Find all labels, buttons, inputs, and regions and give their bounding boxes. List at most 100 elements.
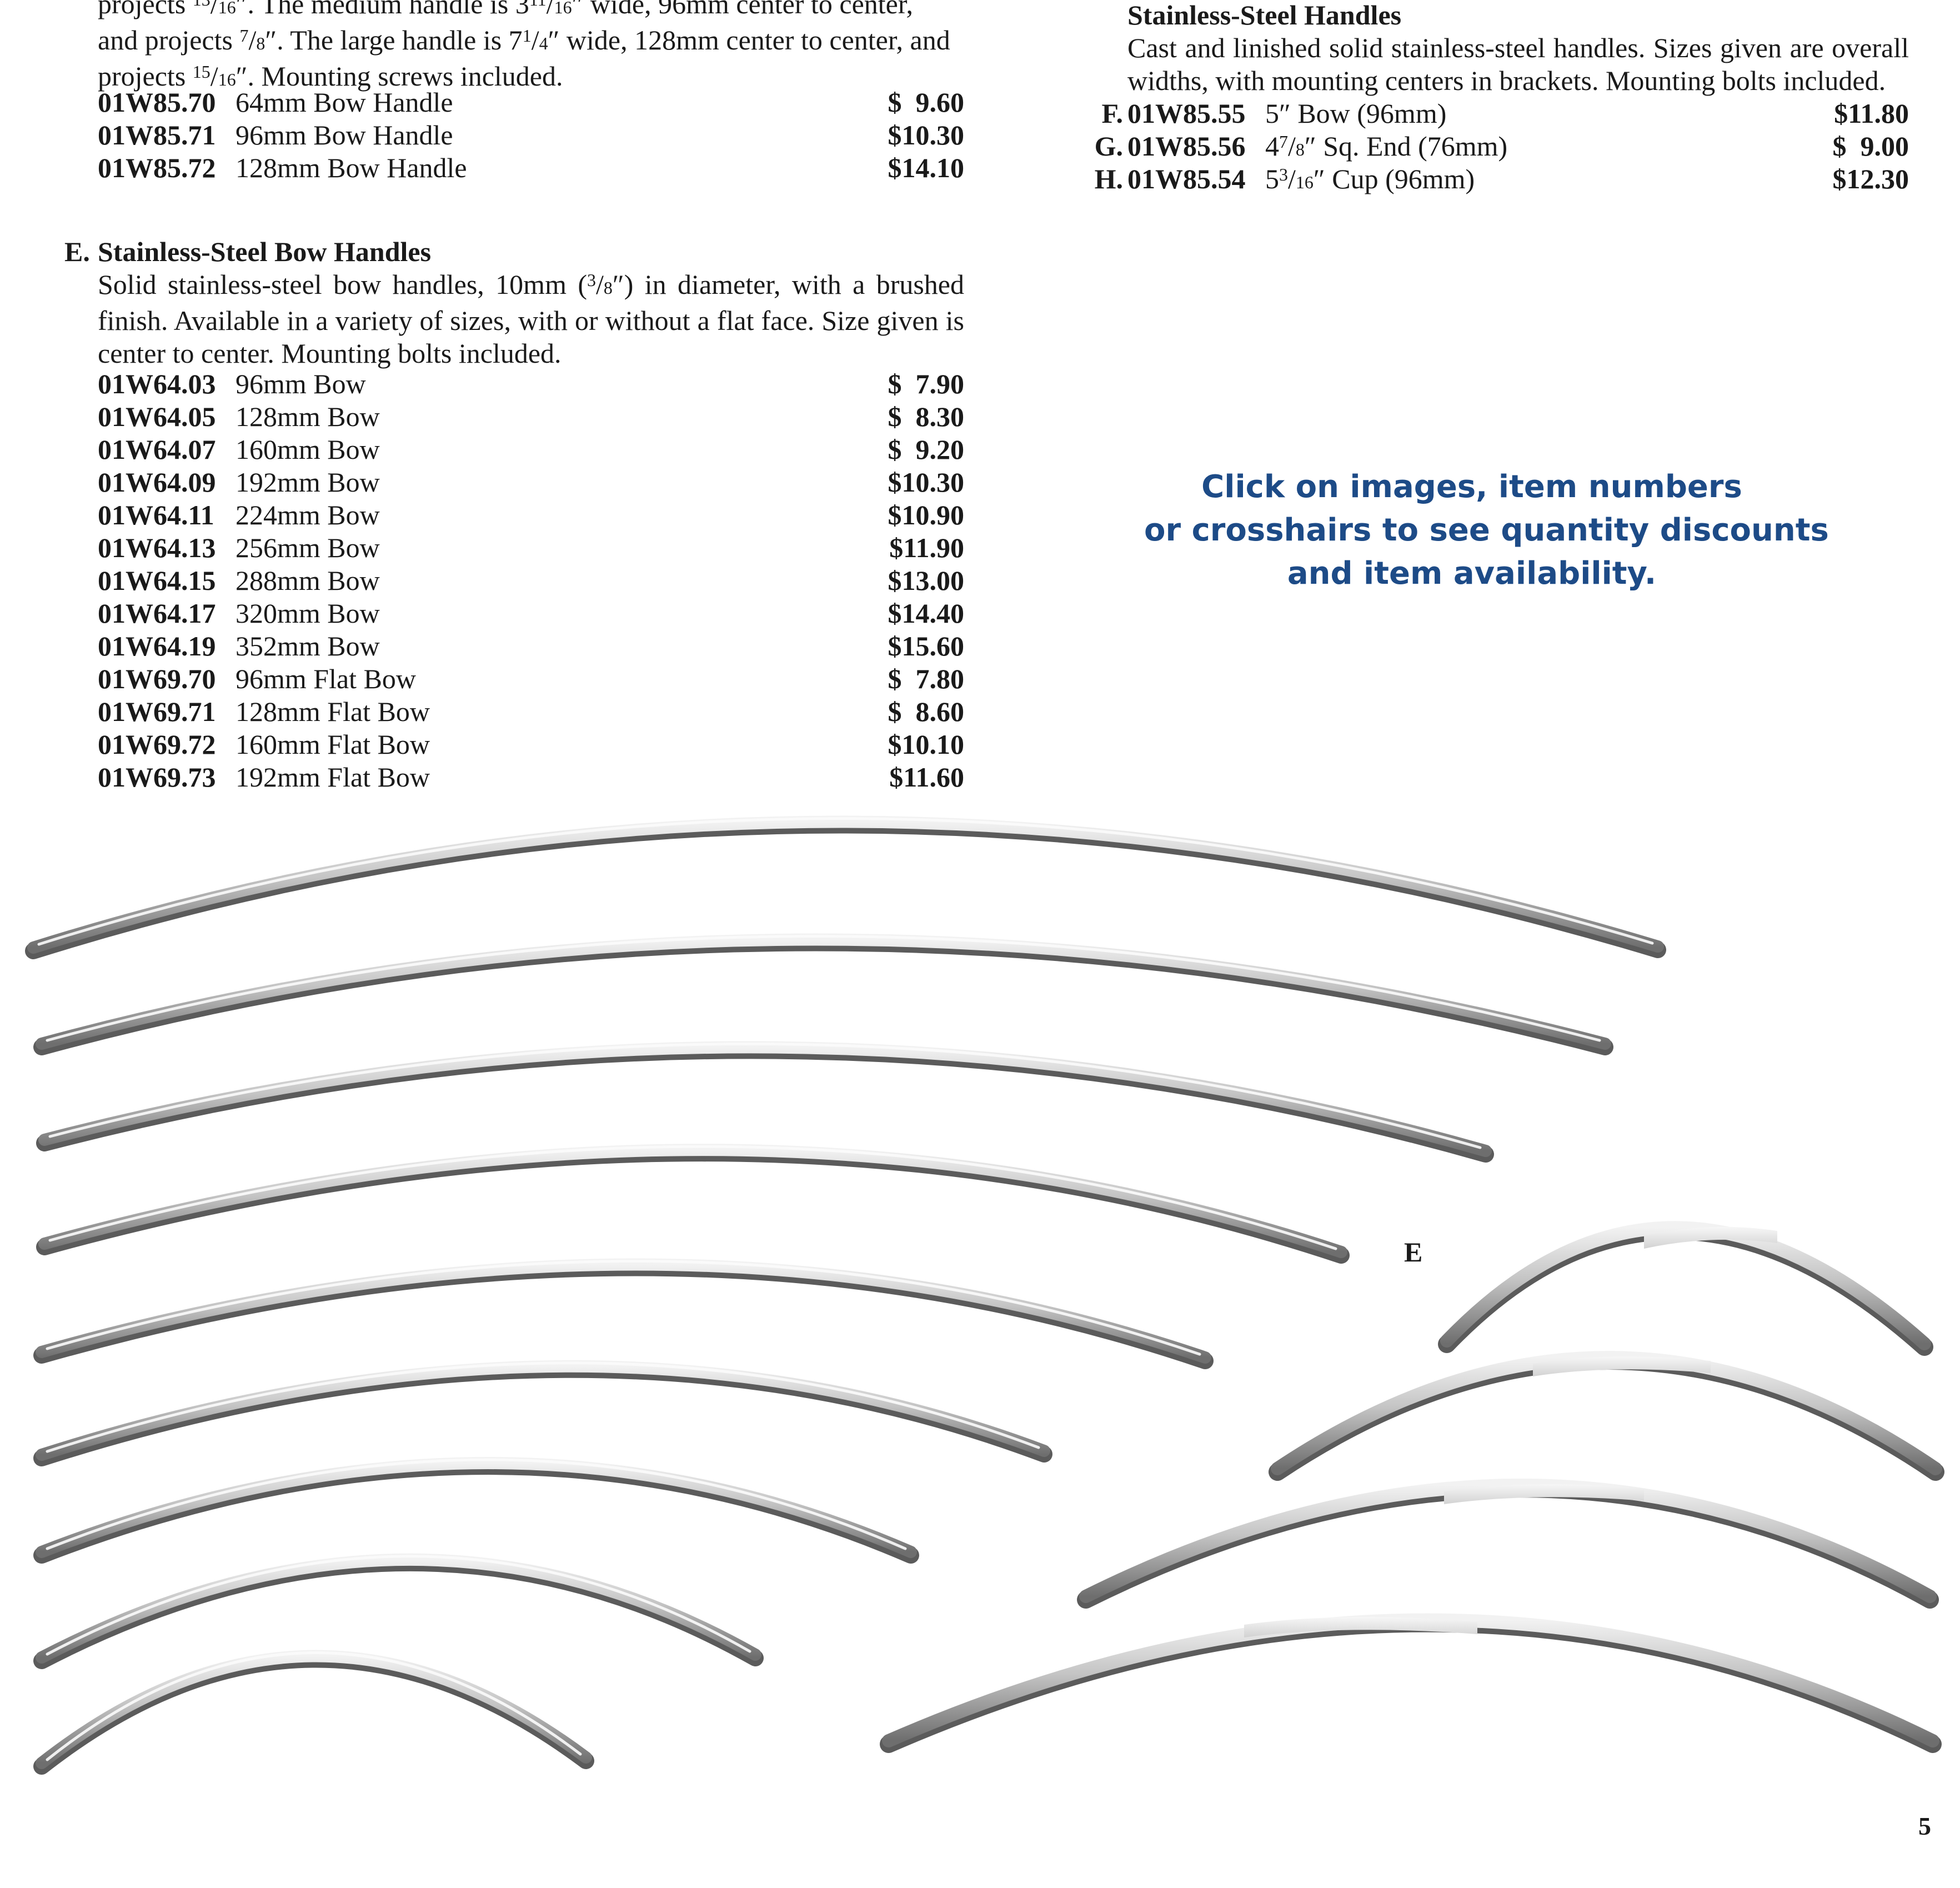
photo-label-e: E [1404, 1236, 1423, 1268]
list-item: 01W64.13 256mm Bow $11.90 [98, 532, 964, 564]
item-number-link[interactable]: 01W64.05 [98, 401, 216, 432]
item-description: 256mm Bow [235, 532, 380, 563]
notice-line-2: or crosshairs to see quantity discounts [1144, 512, 1829, 548]
list-item: 01W64.15 288mm Bow $13.00 [98, 564, 964, 597]
item-number-link[interactable]: 01W69.70 [98, 663, 216, 694]
list-item: 01W64.03 96mm Bow $ 7.90 [98, 368, 964, 400]
item-number-link[interactable]: 01W85.54 [1127, 163, 1246, 194]
item-description: 224mm Bow [235, 499, 380, 530]
item-price: $ 9.00 [1832, 131, 1909, 162]
item-description: 288mm Bow [235, 565, 380, 596]
flat-bow-handle-96mm[interactable] [1438, 1221, 1933, 1356]
item-price: $11.60 [889, 762, 964, 793]
item-price: $ 9.60 [888, 87, 965, 118]
list-item: 01W69.71 128mm Flat Bow $ 8.60 [98, 695, 964, 728]
item-description: 128mm Bow [235, 401, 380, 432]
bow-handle-256mm[interactable] [36, 1144, 1350, 1264]
item-description: 160mm Flat Bow [235, 729, 430, 760]
item-price: $ 7.80 [888, 663, 965, 694]
section-fgh-title: Stainless-Steel Handles [1127, 0, 1402, 31]
top-left-line-1: projects 13/16″. The medium handle is 31… [98, 0, 913, 19]
item-number-link[interactable]: 01W69.72 [98, 729, 216, 760]
item-price: $ 8.60 [888, 696, 965, 727]
item-price: $13.00 [888, 565, 965, 596]
item-description: 160mm Bow [235, 434, 380, 465]
item-price: $10.10 [888, 729, 965, 760]
item-letter: G. [1094, 131, 1123, 162]
item-price: $14.10 [888, 152, 965, 183]
item-price: $11.80 [1834, 98, 1909, 129]
section-e-description: Solid stainless-steel bow handles, 10mm … [98, 269, 965, 369]
item-number-link[interactable]: 01W85.56 [1127, 131, 1246, 162]
section-e-title: Stainless-Steel Bow Handles [98, 236, 432, 267]
item-price: $ 9.20 [888, 434, 965, 465]
list-item: 01W69.72 160mm Flat Bow $10.10 [98, 728, 964, 761]
list-item: 01W85.72 128mm Bow Handle $14.10 [98, 152, 964, 184]
item-price: $10.90 [888, 499, 965, 530]
item-number-link[interactable]: 01W64.13 [98, 532, 216, 563]
item-price: $12.30 [1832, 163, 1909, 194]
top-left-line-2: and projects 7/8″. The large handle is 7… [98, 24, 950, 56]
bow-handle-352mm[interactable] [25, 815, 1666, 959]
item-description: 64mm Bow Handle [235, 87, 453, 118]
list-item: 01W64.11 224mm Bow $10.90 [98, 499, 964, 532]
page-number: 5 [1918, 1812, 1931, 1840]
item-description: 352mm Bow [235, 630, 380, 662]
item-price: $11.90 [889, 532, 964, 563]
list-item: 01W69.70 96mm Flat Bow $ 7.80 [98, 663, 964, 695]
item-price: $10.30 [888, 119, 965, 151]
item-number-link[interactable]: 01W64.03 [98, 368, 216, 399]
item-description: 128mm Flat Bow [235, 696, 430, 727]
item-price: $14.40 [888, 598, 965, 629]
bow-handle-224mm[interactable] [33, 1258, 1214, 1369]
item-description: 96mm Bow Handle [235, 119, 453, 151]
top-left-description: projects 13/16″. The medium handle is 31… [98, 0, 960, 96]
item-number-link[interactable]: 01W64.17 [98, 598, 216, 629]
item-number-link[interactable]: 01W69.71 [98, 696, 216, 727]
item-number-link[interactable]: 01W85.71 [98, 119, 216, 151]
item-description: 128mm Bow Handle [235, 152, 467, 183]
item-number-link[interactable]: 01W64.15 [98, 565, 216, 596]
flat-bow-handle-128mm[interactable] [1269, 1351, 1944, 1481]
item-price: $10.30 [888, 467, 965, 498]
item-number-link[interactable]: 01W85.55 [1127, 98, 1246, 129]
item-number-link[interactable]: 01W69.73 [98, 762, 216, 793]
item-letter: F. [1101, 98, 1123, 129]
top-left-line-3: projects 15/16″. Mounting screws include… [98, 61, 563, 92]
item-description: 96mm Flat Bow [235, 663, 417, 694]
item-number-link[interactable]: 01W64.11 [98, 499, 214, 530]
item-description: 5″ Bow (96mm) [1265, 98, 1447, 129]
bow-handle-288mm[interactable] [36, 1041, 1494, 1163]
list-item: 01W85.70 64mm Bow Handle $ 9.60 [98, 86, 964, 119]
item-number-link[interactable]: 01W85.72 [98, 152, 216, 183]
item-number-link[interactable]: 01W85.70 [98, 87, 216, 118]
item-number-link[interactable]: 01W64.09 [98, 467, 216, 498]
item-number-link[interactable]: 01W64.07 [98, 434, 216, 465]
bow-handle-192mm[interactable] [33, 1360, 1052, 1466]
quantity-discount-notice-link[interactable]: Click on images, item numbers or crossha… [1144, 465, 1829, 595]
item-number-link[interactable]: 01W64.19 [98, 630, 216, 662]
notice-line-3: and item availability. [1287, 555, 1657, 592]
flat-bow-handle-192mm[interactable] [880, 1613, 1942, 1753]
list-item: 01W64.05 128mm Bow $ 8.30 [98, 400, 964, 433]
list-item: 01W64.07 160mm Bow $ 9.20 [98, 433, 964, 466]
bow-handle-320mm[interactable] [33, 933, 1613, 1055]
section-e-letter: E. [64, 236, 90, 267]
item-price: $ 8.30 [888, 401, 965, 432]
item-price: $ 7.90 [888, 368, 965, 399]
item-description: 96mm Bow [235, 368, 366, 399]
section-e-item-list: 01W64.03 96mm Bow $ 7.90 01W64.05 128mm Bow… [98, 368, 964, 794]
bow-handle-128mm[interactable] [33, 1553, 764, 1669]
list-item: 01W85.71 96mm Bow Handle $10.30 [98, 119, 964, 152]
flat-bow-handle-160mm[interactable] [1077, 1479, 1939, 1609]
bow-handle-160mm[interactable] [33, 1457, 919, 1564]
bow-handle-96mm[interactable] [33, 1650, 594, 1775]
notice-line-1: Click on images, item numbers [1201, 469, 1742, 505]
top-left-item-list: 01W85.70 64mm Bow Handle $ 9.60 01W85.71 96… [98, 86, 964, 184]
